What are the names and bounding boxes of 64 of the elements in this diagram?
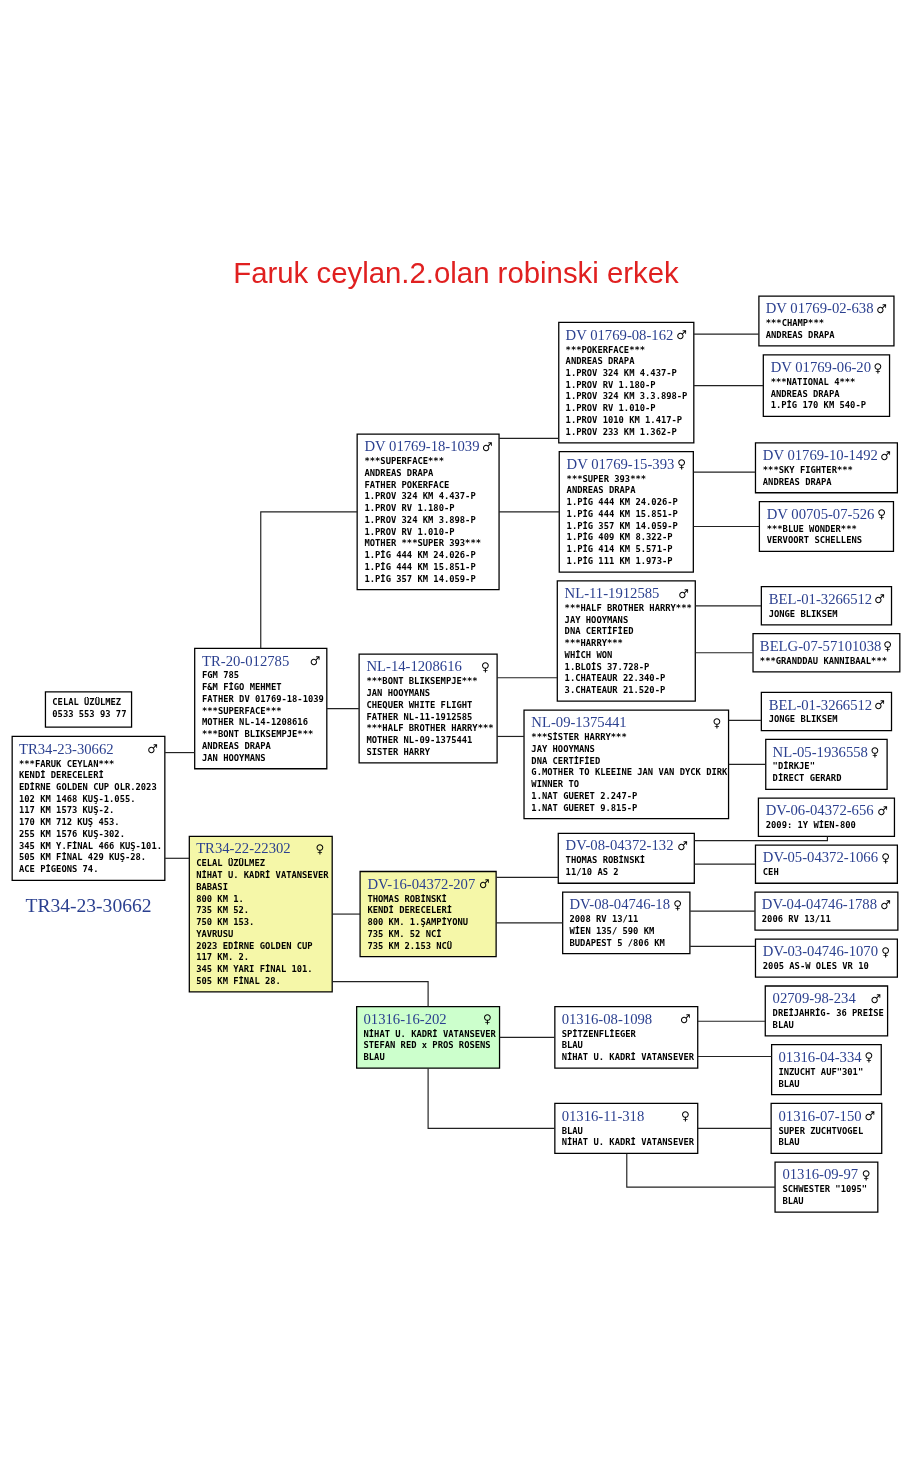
node-box: 01316-08-1098 ♂ SPİTZENFLİEGER BLAU NİHAT U. KADRİ VATANSEVER (554, 1005, 699, 1069)
connector (728, 719, 762, 721)
node-box: 01316-11-318 ♀ BLAU NİHAT U. KADRİ VATANSEVER (554, 1102, 699, 1154)
node-box: 01316-09-97 ♀ SCHWESTER "1095" BLAU (774, 1161, 879, 1213)
connector (693, 333, 760, 335)
node-box: DV 00705-07-526 ♀ ***BLUE WONDER*** VERVOORT SCHELLENS (758, 500, 895, 553)
connector (498, 511, 560, 513)
node-box: BELG-07-57101038♀ ***GRANDDAU KANNIBAAL*** (752, 633, 901, 673)
connector (495, 876, 559, 878)
connector (331, 913, 361, 915)
connector (499, 1036, 556, 1038)
node-box: DV 01769-06-20♀ ***NATIONAL 4*** ANDREAS DRAPA 1.PİG 170 KM 540-P (762, 354, 891, 418)
connector (331, 981, 429, 1008)
node-box: DV-08-04746-18 ♀ 2008 RV 13/11 WİEN 135/ 590 KM BUDAPEST 5 /806 KM (562, 891, 691, 955)
node-box: NL-05-1936558 ♀ "DİRKJE" DİRECT GERARD (765, 738, 888, 790)
node-box: DV 01769-15-393 ♀ ***SUPER 393*** ANDREAS DRAPA 1.PİG 444 KM 24.026-P 1.PİG 444 KM 15.851-P 1.PİG 357 KM 14.059-P 1.PİG 409 KM 8.322-P 1.PİG 414 KM 5.571-P 1.PİG 111 KM 1.973-P (558, 451, 694, 573)
node-box: DV-16-04372-207 ♂ THOMAS ROBİNSKİ KENDİ DERECELERİ 800 KM. 1.ŞAMPİYONU 735 KM. 52 NCİ 735 KM 2.153 NCÜ (359, 870, 497, 958)
connector (693, 836, 828, 842)
node-box: DV-04-04746-1788 ♂ 2006 RV 13/11 (754, 891, 899, 931)
connector (164, 752, 196, 754)
connector (496, 677, 558, 679)
diagram-title: Faruk ceylan.2.olan robinski erkek (233, 256, 679, 290)
node-box: CELAL ÜZÜLMEZ 0533 553 93 77 (44, 691, 133, 728)
connector (693, 385, 764, 387)
connector (697, 1055, 773, 1058)
label: TR34-23-30662 (25, 895, 152, 917)
connector (694, 652, 754, 654)
node-box: TR34-23-30662 ♂ ***FARUK CEYLAN*** KENDİ DERECELERİ EDİRNE GOLDEN CUP OLR.2023 102 KM 1468 KUŞ-1.055. 117 KM 1573 KUŞ-2. 170 KM 712 KUŞ 453. 255 KM 1576 KUŞ-302. 345 KM Y.FİNAL 466 KUŞ-101. 505 KM FİNAL 429 KUŞ-28. ACE PİGEONS 74. (11, 735, 166, 881)
node-box: TR-20-012785 ♂ FGM 785 F&M FİGO MEHMET FATHER DV 01769-18-1039 ***SUPERFACE*** MOTHER NL-14-1208616 ***BONT BLIKSEMPJE*** ANDREAS DRAPA JAN HOOYMANS (194, 647, 328, 770)
node-box: DV-06-04372-656 ♂ 2009: 1Y WİEN-800 (757, 797, 896, 837)
connector (693, 863, 756, 865)
node-box: DV-05-04372-1066 ♀ CEH (754, 844, 898, 884)
node-box: DV-08-04372-132 ♂ THOMAS ROBİNSKİ 11/10 AS 2 (557, 832, 695, 884)
node-box: 01316-04-334 ♀ INZUCHT AUF"301" BLAU (771, 1044, 882, 1096)
node-box: DV 01769-02-638 ♂ ***CHAMP*** ANDREAS DRAPA (758, 295, 895, 347)
node-box: 01316-07-150 ♂ SUPER ZUCHTVOGEL BLAU (770, 1102, 883, 1154)
connector (326, 707, 360, 710)
node-box: DV 01769-08-162 ♂ ***POKERFACE*** ANDREAS DRAPA 1.PROV 324 KM 4.437-P 1.PROV RV 1.180-P 1.PROV 324 KM 3.3.898-P 1.PROV RV 1.010-P 1.PROV 1010 KM 1.417-P 1.PROV 233 KM 1.362-P (558, 321, 695, 444)
connector (689, 945, 756, 947)
connector (694, 605, 762, 607)
connector (697, 1020, 766, 1022)
node-box: DV-03-04746-1070 ♀ 2005 AS-W OLES VR 10 (754, 938, 898, 978)
node-box: NL-11-1912585 ♂ ***HALF BROTHER HARRY*** JAY HOOYMANS DNA CERTİFİED ***HARRY*** WHİCH WON 1.BLOİS 37.728-P 1.CHATEAUR 22.340-P 3.CHATEAUR 21.520-P (556, 580, 696, 702)
node-box: DV 01769-10-1492♂ ***SKY FIGHTER*** ANDREAS DRAPA (754, 442, 898, 494)
node-box: 02709-98-234 ♂ DREİJAHRİG- 36 PREİSE BLAU (764, 985, 889, 1037)
connector (427, 1067, 556, 1129)
node-box: NL-09-1375441 ♀ ***SİSTER HARRY*** JAY HOOYMANS DNA CERTİFİED G.MOTHER TO KLEEINE JAN VAN DYCK DIRK WINNER TO 1.NAT GUERET 2.247-P 1.NAT GUERET 9.815-P (523, 709, 730, 820)
node-box: BEL-01-3266512♂ JONGE BLIKSEM (760, 691, 893, 732)
node-box: BEL-01-3266512♂ JONGE BLIKSEM (760, 586, 893, 626)
connector (260, 511, 358, 649)
connector (495, 922, 564, 924)
connector (164, 857, 190, 859)
node-box: DV 01769-18-1039♂ ***SUPERFACE*** ANDREAS DRAPA FATHER POKERFACE 1.PROV 324 KM 4.437-P 1.PROV RV 1.180-P 1.PROV 324 KM 3.898-P 1.PROV RV 1.010-P MOTHER ***SUPER 393*** 1.PİG 444 KM 24.026-P 1.PİG 444 KM 15.851-P 1.PİG 357 KM 14.059-P (356, 433, 500, 591)
node-box: NL-14-1208616 ♀ ***BONT BLIKSEMPJE*** JAN HOOYMANS CHEQUER WHITE FLIGHT FATHER NL-11-1912585 ***HALF BROTHER HARRY*** MOTHER NL-09-1375441 SISTER HARRY (358, 653, 498, 764)
node-box: TR34-22-22302 ♀ CELAL ÜZÜLMEZ NİHAT U. KADRİ VATANSEVER BABASI 800 KM 1. 735 KM 52. 750 KM 153. YAVRUSU 2023 EDİRNE GOLDEN CUP 117 KM. 2. 345 KM YARI FİNAL 101. 505 KM FİNAL 28. (188, 835, 333, 993)
connector (496, 735, 525, 738)
connector (692, 471, 756, 473)
connector (498, 437, 560, 440)
connector (697, 1127, 772, 1129)
node-box: 01316-16-202 ♀ NİHAT U. KADRİ VATANSEVER STEFAN RED x PROS ROSENS BLAU (356, 1005, 501, 1069)
connector (692, 525, 760, 528)
connector (626, 1153, 776, 1188)
connector (689, 910, 756, 912)
connector (728, 763, 767, 765)
